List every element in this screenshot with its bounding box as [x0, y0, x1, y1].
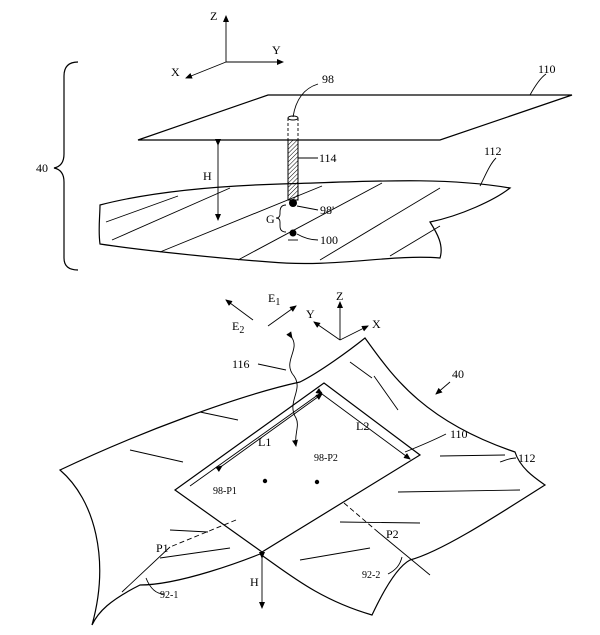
target-leader	[297, 234, 318, 240]
top-figure: Z Y X 40 G	[36, 9, 572, 270]
y-axis-arrow-bottom	[314, 322, 340, 340]
beam-116	[290, 338, 298, 446]
probe-label: 98	[322, 72, 334, 86]
x-axis-arrow	[186, 62, 226, 78]
assembly-label: 40	[36, 161, 48, 175]
x-axis-label-bottom: X	[372, 317, 381, 331]
e1-label: E1	[268, 291, 280, 308]
z-axis-label-bottom: Z	[336, 289, 343, 303]
assembly-brace	[54, 62, 78, 270]
e1-arrow	[268, 306, 296, 326]
x-axis-arrow-bottom	[340, 326, 368, 340]
gap-label: G	[266, 212, 275, 226]
surface-leader	[480, 158, 496, 186]
point-98-p2	[315, 480, 319, 484]
bottom-figure: Z X Y E1 E2 L1 L2	[60, 289, 545, 625]
gap-brace	[276, 205, 286, 232]
assembly-label-bottom: 40	[452, 367, 464, 381]
plate-leader	[530, 74, 546, 95]
l1-label: L1	[258, 435, 271, 449]
z-axis-label: Z	[210, 9, 217, 23]
height-label: H	[203, 169, 212, 183]
target-point-100	[290, 230, 297, 237]
plate-label-bottom: 110	[450, 427, 468, 441]
probe-leader	[293, 84, 318, 117]
l1-arrow	[222, 394, 322, 466]
height-label-bottom: H	[250, 575, 259, 589]
y-axis-label: Y	[272, 43, 281, 57]
probe-prime-label: 98'	[320, 203, 334, 217]
point-98-p1	[263, 479, 267, 483]
e2-arrow	[226, 300, 253, 320]
plate-label: 110	[538, 62, 556, 76]
l2-label: L2	[356, 419, 369, 433]
point-98-p2-label: 98-P2	[314, 453, 338, 464]
point-98-p1-label: 98-P1	[213, 486, 237, 497]
assembly-arrow-bottom	[436, 382, 450, 394]
line-92-2-label: 92-2	[362, 570, 380, 581]
surface-label: 112	[484, 144, 502, 158]
plate-110	[138, 95, 572, 140]
plane-p2-label: P2	[386, 527, 399, 541]
probe-shaft	[288, 116, 298, 207]
surface-leader-bottom	[500, 458, 516, 462]
l1-extension	[190, 392, 322, 486]
line-92-1-label: 92-1	[160, 590, 178, 601]
beam-label: 116	[232, 357, 250, 371]
plane-p2-dashed	[344, 503, 378, 532]
plate-leader-bottom	[405, 434, 446, 452]
probe-prime-leader	[297, 206, 318, 210]
plane-p1-label: P1	[156, 541, 169, 555]
y-axis-label-bottom: Y	[306, 307, 315, 321]
x-axis-label: X	[171, 65, 180, 79]
top-axes: Z Y X	[171, 9, 283, 79]
line-92-2-leader	[388, 557, 402, 574]
beam-leader	[258, 364, 286, 370]
e2-label: E2	[232, 319, 244, 336]
bottom-axes: Z X Y	[306, 289, 381, 340]
plane-p1-dashed	[170, 520, 236, 547]
target-label: 100	[320, 233, 338, 247]
surface-label-bottom: 112	[518, 451, 536, 465]
pin-label: 114	[319, 151, 337, 165]
